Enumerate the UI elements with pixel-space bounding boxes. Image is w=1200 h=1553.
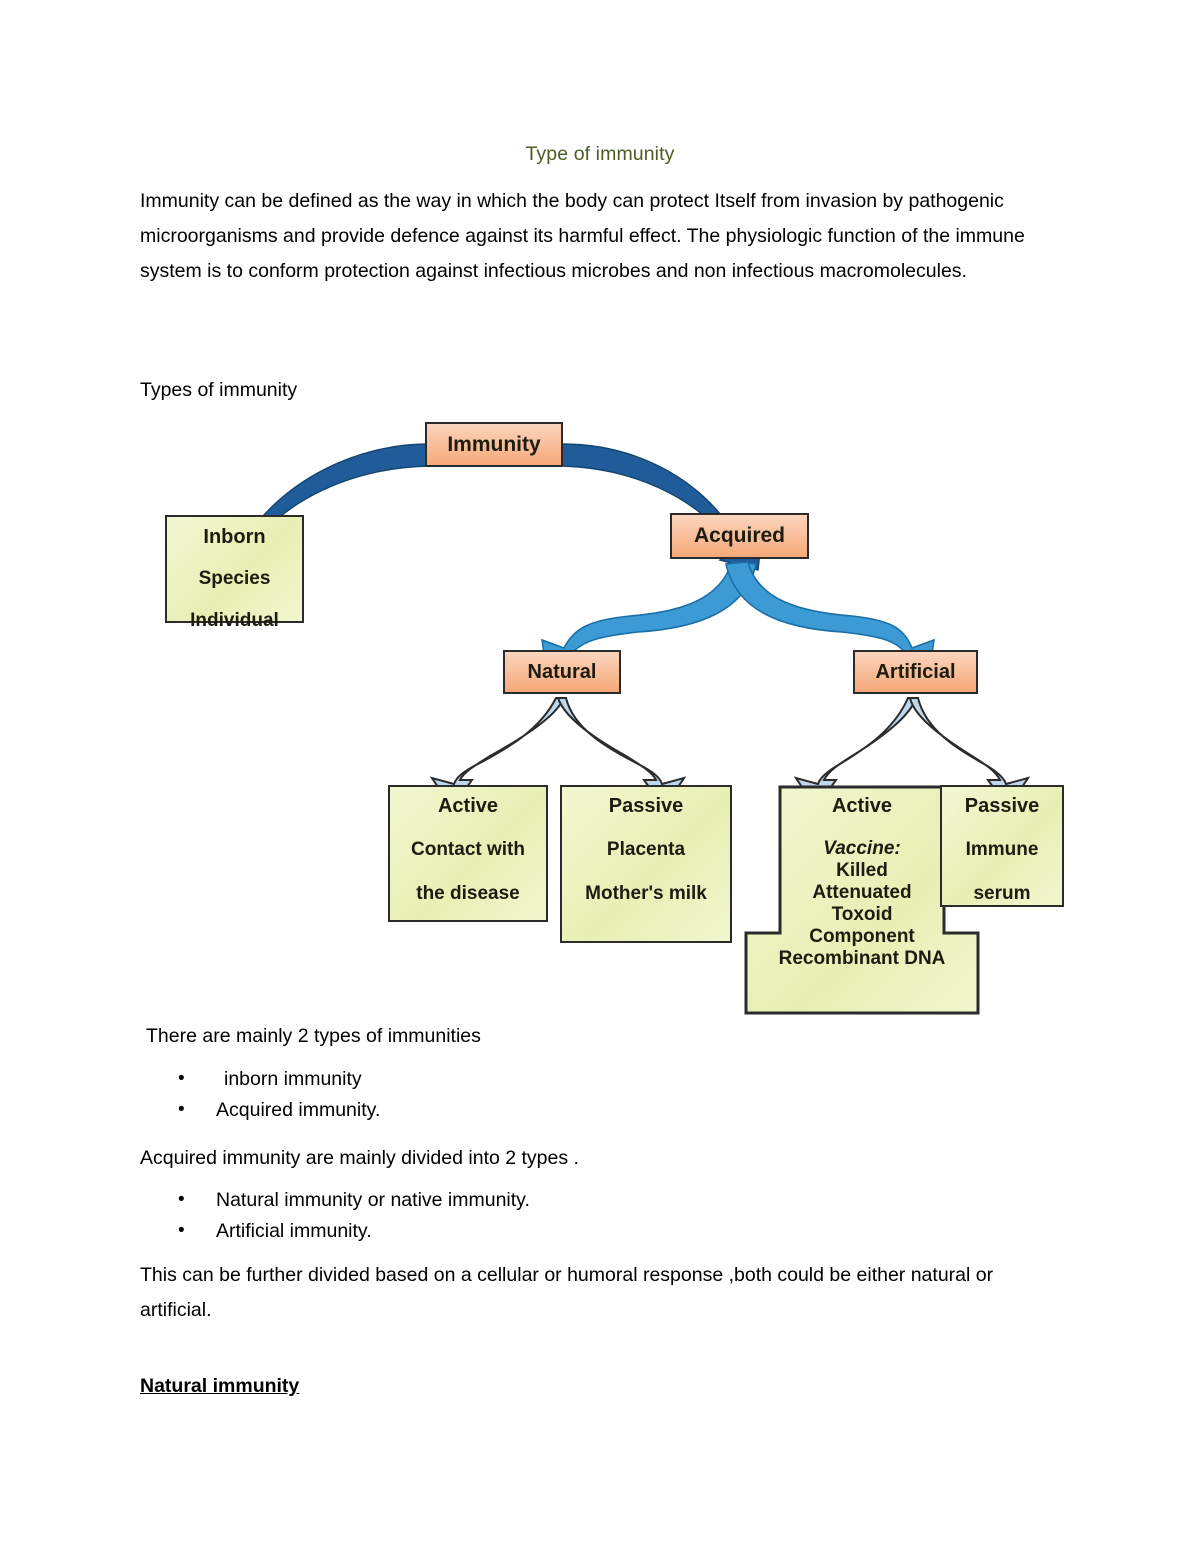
there-are-line: There are mainly 2 types of immunities: [146, 1025, 481, 1047]
node-artificial-active-line3: Attenuated: [812, 882, 912, 904]
node-artificial-passive-line2: serum: [973, 882, 1031, 904]
node-artificial-active-text: Active Vaccine: Killed Attenuated Toxoid…: [744, 785, 980, 1015]
node-natural-label: Natural: [527, 660, 597, 683]
acquired-line: Acquired immunity are mainly divided int…: [140, 1147, 579, 1169]
list-item: Acquired immunity.: [178, 1094, 380, 1126]
node-artificial-passive-line1: Immune: [965, 839, 1039, 861]
acquired-types-list: Natural immunity or native immunity. Art…: [178, 1184, 530, 1247]
node-artificial-active-line2: Killed: [836, 860, 888, 882]
node-artificial-active-shape: [744, 785, 980, 1015]
intro-paragraph: Immunity can be defined as the way in wh…: [140, 190, 1025, 282]
node-artificial-active: Active Vaccine: Killed Attenuated Toxoid…: [744, 785, 980, 1015]
immunity-types-list: inborn immunity Acquired immunity.: [178, 1063, 380, 1126]
node-artificial-active-line4: Toxoid: [831, 904, 893, 926]
node-artificial-passive-title: Passive: [964, 795, 1040, 817]
types-of-immunity-label: Types of immunity: [140, 379, 298, 401]
node-acquired: Acquired: [670, 513, 809, 559]
node-natural-active-line1: Contact with: [411, 839, 525, 861]
node-artificial-passive: Passive Immune serum: [940, 785, 1064, 907]
node-natural-passive-line2: Mother's milk: [585, 882, 707, 904]
page-title: Type of immunity: [525, 143, 675, 165]
node-inborn-title: Inborn: [203, 526, 266, 548]
node-inborn-line1: Species: [198, 568, 271, 590]
node-artificial-label: Artificial: [875, 660, 956, 683]
node-natural-active-title: Active: [437, 795, 499, 817]
list-item: Natural immunity or native immunity.: [178, 1184, 530, 1216]
node-natural-passive-line1: Placenta: [606, 839, 686, 861]
further-divided-line: This can be further divided based on a c…: [140, 1264, 994, 1321]
node-inborn-line2: Individual: [190, 609, 279, 631]
node-natural-passive: Passive Placenta Mother's milk: [560, 785, 732, 943]
node-acquired-label: Acquired: [693, 524, 785, 548]
node-immunity-label: Immunity: [447, 432, 541, 456]
node-artificial-active-line5: Component: [809, 926, 915, 948]
node-natural-active-line2: the disease: [416, 882, 520, 904]
node-artificial-active-line1: Vaccine:: [823, 838, 901, 860]
node-artificial: Artificial: [853, 650, 978, 694]
node-natural-active: Active Contact with the disease: [388, 785, 548, 922]
section-heading-natural-immunity: Natural immunity: [140, 1375, 300, 1397]
immunity-flowchart: Immunity Inborn Species Individual Acqui…: [160, 400, 1090, 1020]
node-inborn: Inborn Species Individual: [165, 515, 304, 631]
node-natural-passive-title: Passive: [608, 795, 684, 817]
node-artificial-active-line6: Recombinant DNA: [778, 948, 946, 970]
node-artificial-active-title: Active: [831, 795, 893, 817]
list-item: Artificial immunity.: [178, 1215, 530, 1247]
node-immunity: Immunity: [425, 422, 563, 467]
node-natural: Natural: [503, 650, 621, 694]
list-item: inborn immunity: [178, 1063, 380, 1095]
